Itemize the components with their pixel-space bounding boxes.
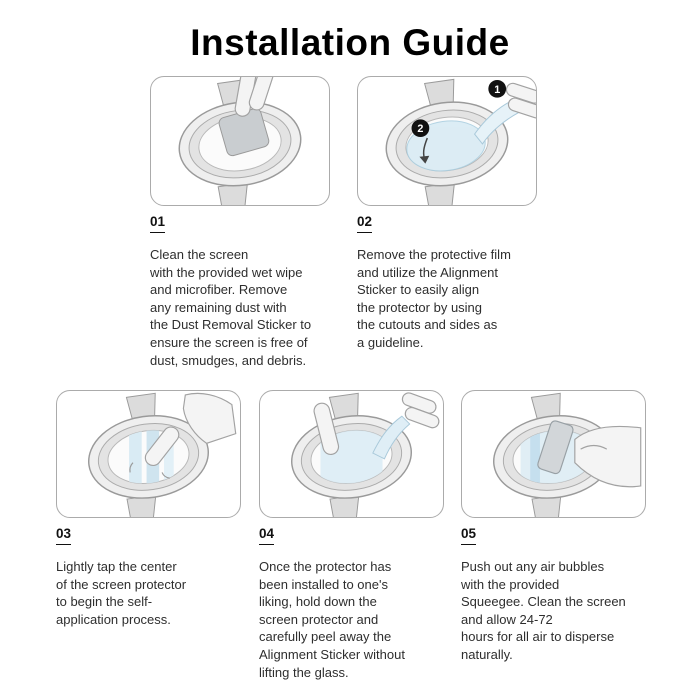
squeegee-illustration (492, 392, 642, 517)
clean-screen-illustration (178, 77, 302, 205)
squeegee-icon (537, 420, 574, 475)
step-03-text: Lightly tap the center of the screen pro… (56, 559, 187, 627)
step-05-panel (461, 390, 646, 518)
hand-icon (234, 77, 274, 117)
press-finger-icon (313, 402, 340, 456)
step-05-text: Push out any air bubbles with the provid… (461, 559, 626, 662)
step-01-text: Clean the screen with the provided wet w… (150, 247, 312, 368)
step-01: 01 Clean the screen with the provided we… (150, 76, 342, 369)
svg-text:1: 1 (494, 84, 500, 96)
step-02-number: 02 (357, 214, 373, 233)
align-sticker-illustration: 1 2 (385, 78, 536, 205)
hand-icon (182, 392, 237, 444)
hand-icon (574, 425, 642, 488)
step-02: 1 2 02 Remove the protective film and ut… (357, 76, 549, 352)
badge-2: 2 (411, 119, 430, 138)
badge-1: 1 (488, 79, 507, 98)
step-02-text: Remove the protective film and utilize t… (357, 247, 511, 350)
step-04-number: 04 (259, 526, 275, 545)
peel-sticker-illustration (290, 392, 440, 517)
alignment-sticker-icon (372, 415, 411, 460)
step-02-panel: 1 2 (357, 76, 537, 206)
svg-text:2: 2 (417, 123, 423, 135)
step-01-number: 01 (150, 214, 166, 233)
step-03-panel (56, 390, 241, 518)
step-04: 04 Once the protector has been installed… (259, 390, 455, 681)
page-title: Installation Guide (190, 22, 510, 63)
tap-mark-icon (129, 462, 170, 479)
step-01-panel (150, 76, 330, 206)
tap-center-illustration (87, 392, 237, 517)
step-05: 05 Push out any air bubbles with the pro… (461, 390, 657, 664)
hand-icon (401, 392, 440, 429)
step-05-number: 05 (461, 526, 477, 545)
finger-icon (144, 426, 180, 467)
step-03: 03 Lightly tap the center of the screen … (56, 390, 252, 628)
step-04-panel (259, 390, 444, 518)
hand-icon (505, 82, 536, 119)
step-04-text: Once the protector has been installed to… (259, 559, 405, 680)
step-03-number: 03 (56, 526, 72, 545)
thumb-line-icon (580, 444, 608, 450)
arrowhead-icon (419, 155, 430, 164)
